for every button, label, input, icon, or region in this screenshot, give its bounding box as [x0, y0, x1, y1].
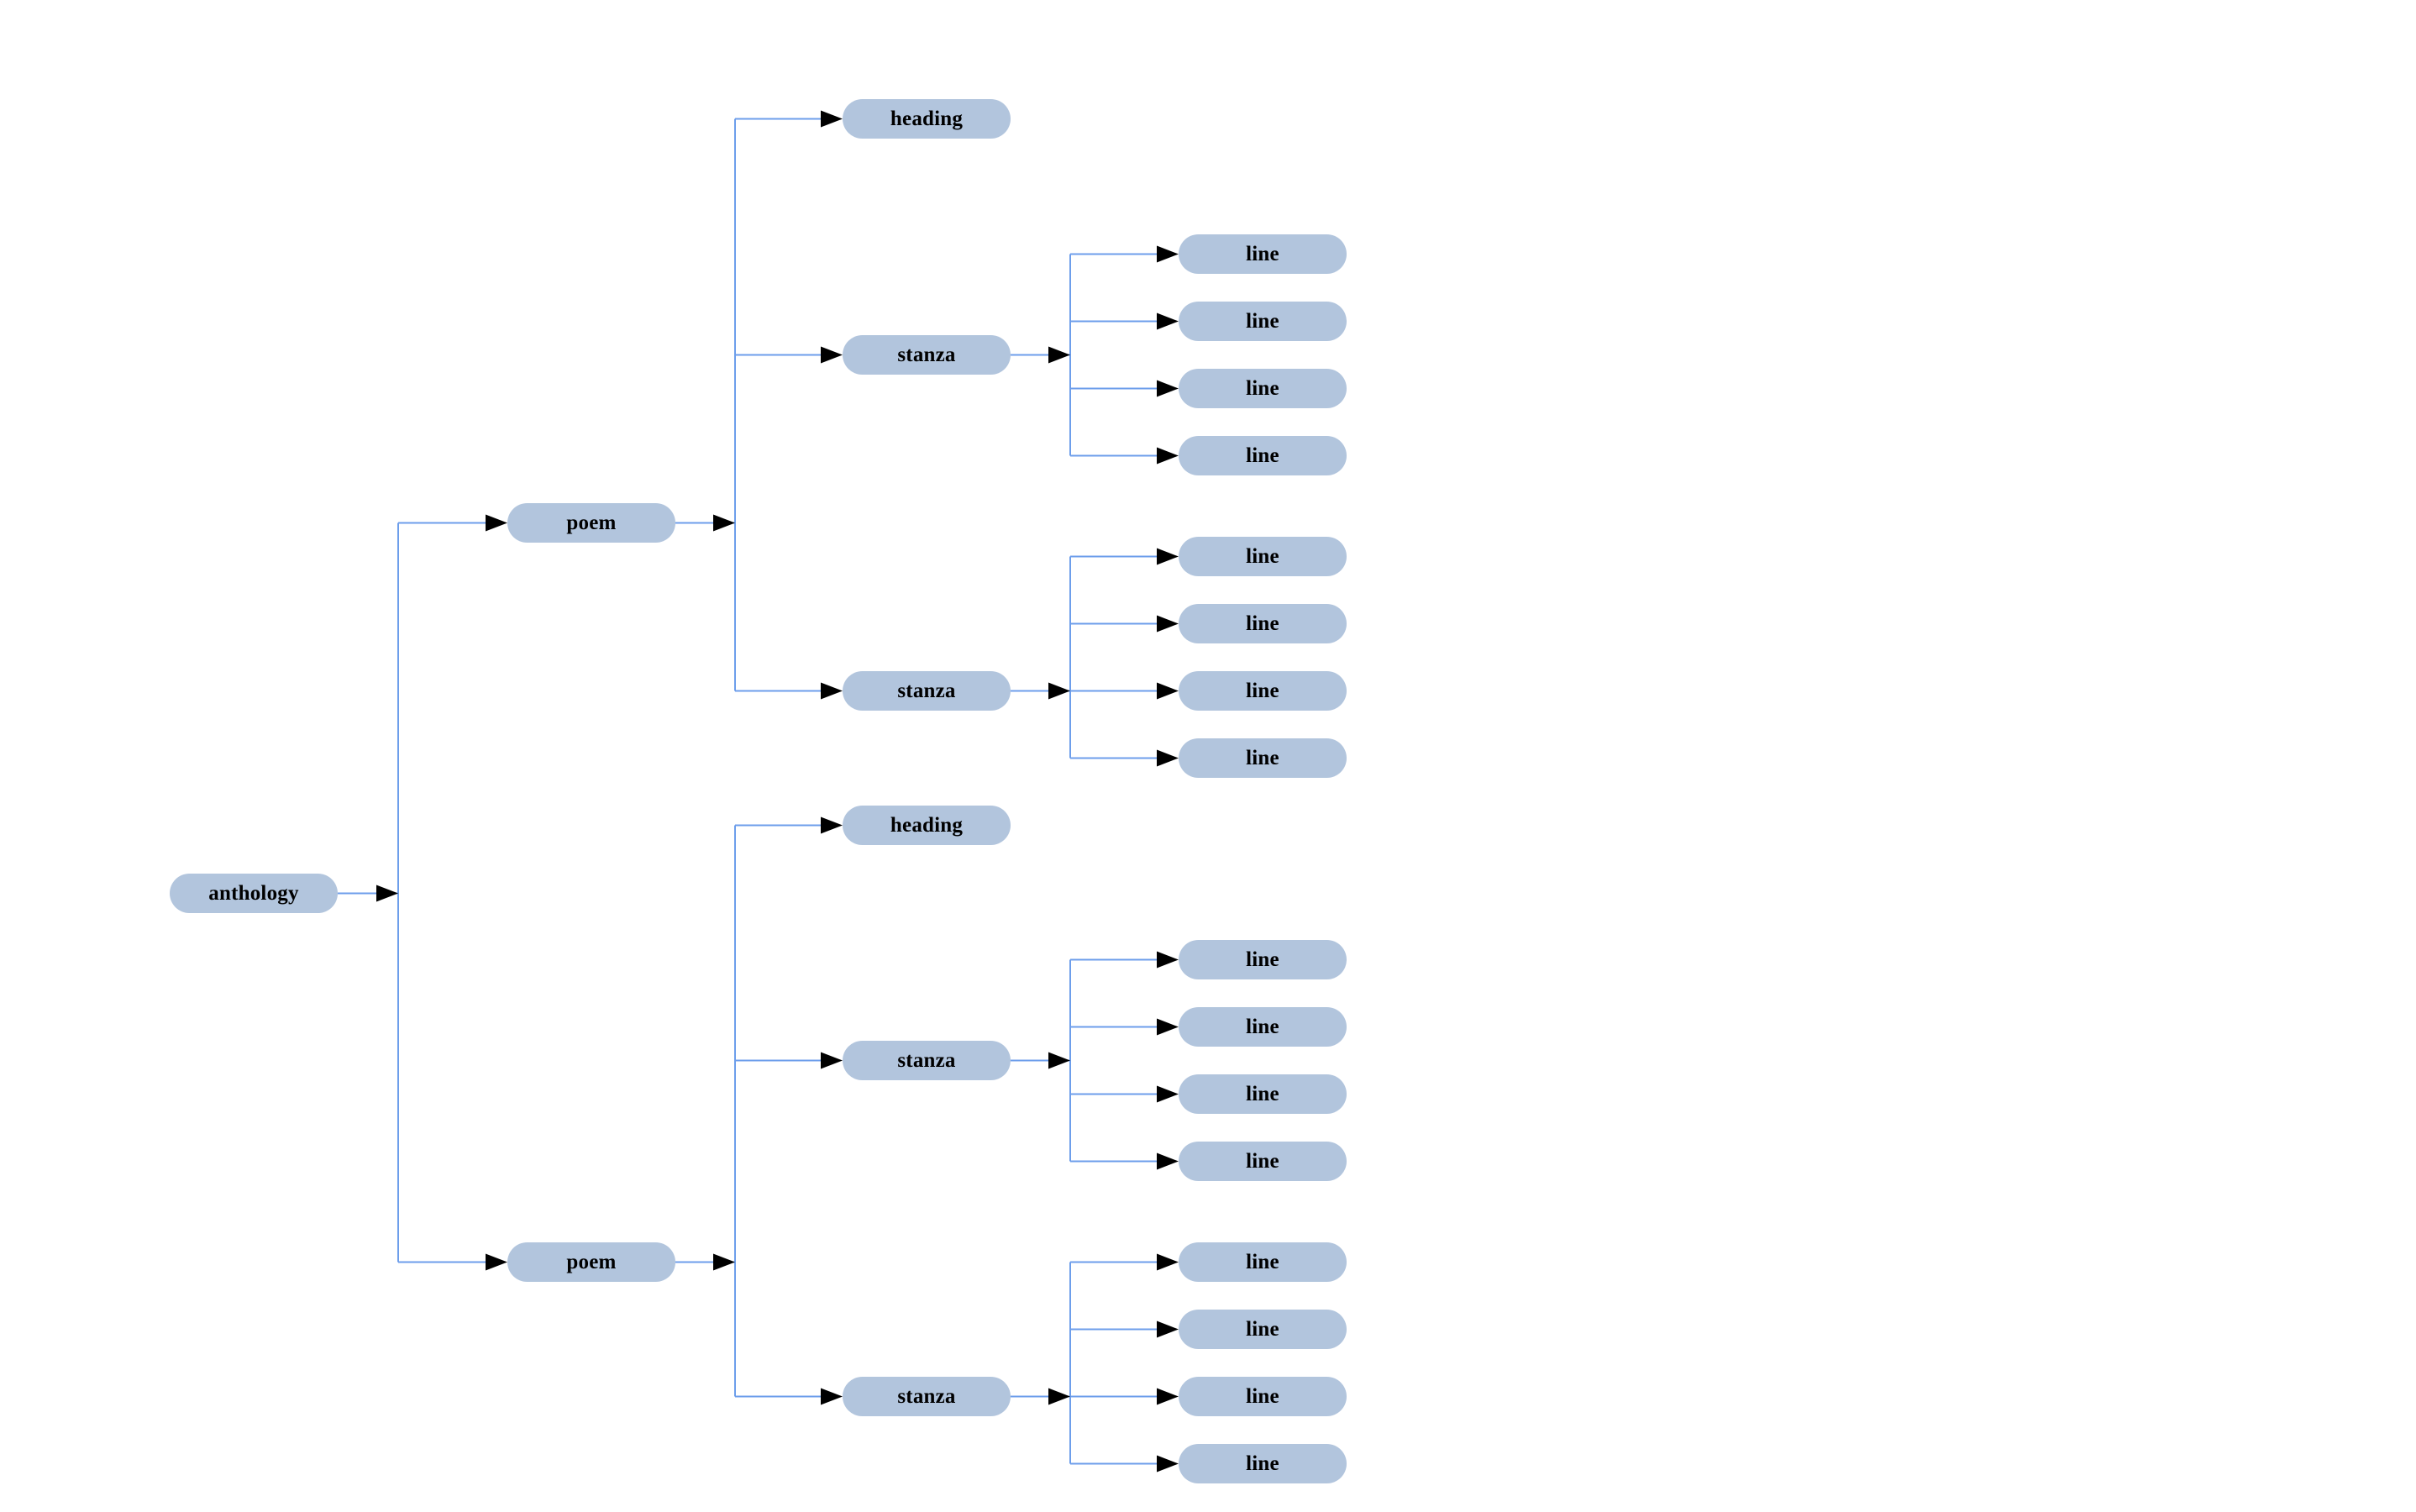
node-label: line — [1246, 612, 1279, 635]
node-heading-2[interactable]: heading — [843, 806, 1011, 845]
arrowhead-icon-line-1-1-3 — [1157, 380, 1179, 397]
arrowhead-icon-line-1-2-4 — [1157, 749, 1179, 767]
arrowhead-icon-line-2-1-4 — [1157, 1152, 1179, 1170]
node-line-2-2-4[interactable]: line — [1179, 1444, 1347, 1483]
arrowhead-icon-line-1-1-1 — [1157, 245, 1179, 263]
node-label: poem — [566, 1251, 617, 1273]
node-line-1-2-4[interactable]: line — [1179, 738, 1347, 778]
node-label: heading — [890, 814, 964, 837]
node-line-1-2-1[interactable]: line — [1179, 537, 1347, 576]
node-label: line — [1246, 545, 1279, 568]
node-anthology[interactable]: anthology — [170, 874, 338, 913]
arrowhead-icon-line-2-2-1 — [1157, 1253, 1179, 1271]
node-label: line — [1246, 948, 1279, 971]
node-stanza-2-2[interactable]: stanza — [843, 1377, 1011, 1416]
node-label: stanza — [897, 1049, 956, 1072]
arrowhead-icon-line-1-2-1 — [1157, 548, 1179, 565]
node-line-2-2-1[interactable]: line — [1179, 1242, 1347, 1282]
node-label: line — [1246, 1016, 1279, 1038]
arrowhead-icon-trunk-anthology — [376, 885, 398, 902]
node-label: line — [1246, 243, 1279, 265]
node-stanza-1-1[interactable]: stanza — [843, 335, 1011, 375]
node-poem-2[interactable]: poem — [507, 1242, 675, 1282]
node-line-2-1-1[interactable]: line — [1179, 940, 1347, 979]
node-line-1-2-2[interactable]: line — [1179, 604, 1347, 643]
node-label: line — [1246, 747, 1279, 769]
arrowhead-icon-trunk-stanza-2-2 — [1048, 1388, 1070, 1405]
arrowhead-icon-poem-1 — [486, 514, 507, 532]
arrowhead-icon-trunk-stanza-2-1 — [1048, 1052, 1070, 1069]
node-label: heading — [890, 108, 964, 130]
node-line-2-2-3[interactable]: line — [1179, 1377, 1347, 1416]
node-label: stanza — [897, 1385, 956, 1408]
arrowhead-icon-line-2-1-1 — [1157, 951, 1179, 969]
node-label: line — [1246, 680, 1279, 702]
node-line-1-1-1[interactable]: line — [1179, 234, 1347, 274]
arrowhead-icon-stanza-2-2 — [821, 1388, 843, 1405]
arrowhead-icon-line-1-2-2 — [1157, 615, 1179, 633]
node-line-2-2-2[interactable]: line — [1179, 1310, 1347, 1349]
node-label: line — [1246, 377, 1279, 400]
arrowhead-icon-line-2-1-2 — [1157, 1018, 1179, 1036]
arrowhead-layer — [376, 110, 1179, 1473]
arrowhead-icon-line-2-2-3 — [1157, 1388, 1179, 1405]
node-line-2-1-2[interactable]: line — [1179, 1007, 1347, 1047]
arrowhead-icon-poem-2 — [486, 1253, 507, 1271]
node-line-1-1-2[interactable]: line — [1179, 302, 1347, 341]
node-line-1-2-3[interactable]: line — [1179, 671, 1347, 711]
arrowhead-icon-trunk-stanza-1-2 — [1048, 682, 1070, 700]
arrowhead-icon-heading-2 — [821, 816, 843, 834]
arrowhead-icon-line-1-1-4 — [1157, 447, 1179, 465]
node-stanza-2-1[interactable]: stanza — [843, 1041, 1011, 1080]
arrowhead-icon-heading-1 — [821, 110, 843, 128]
node-label: stanza — [897, 680, 956, 702]
node-line-2-1-4[interactable]: line — [1179, 1142, 1347, 1181]
node-label: line — [1246, 310, 1279, 333]
arrowhead-icon-line-2-2-4 — [1157, 1455, 1179, 1473]
edge-layer — [338, 118, 1157, 1465]
arrowhead-icon-line-2-1-3 — [1157, 1085, 1179, 1103]
node-label: anthology — [208, 882, 299, 905]
arrowhead-icon-trunk-poem-1 — [713, 514, 735, 532]
node-label: line — [1246, 1083, 1279, 1105]
node-label: line — [1246, 444, 1279, 467]
node-label: poem — [566, 512, 617, 534]
node-label: line — [1246, 1452, 1279, 1475]
arrowhead-icon-line-2-2-2 — [1157, 1320, 1179, 1338]
arrowhead-icon-stanza-1-2 — [821, 682, 843, 700]
arrowhead-icon-stanza-1-1 — [821, 346, 843, 364]
node-line-1-1-4[interactable]: line — [1179, 436, 1347, 475]
node-poem-1[interactable]: poem — [507, 503, 675, 543]
arrowhead-icon-trunk-poem-2 — [713, 1253, 735, 1271]
arrowhead-icon-trunk-stanza-1-1 — [1048, 346, 1070, 364]
node-label: line — [1246, 1318, 1279, 1341]
node-label: stanza — [897, 344, 956, 366]
node-label: line — [1246, 1251, 1279, 1273]
node-line-1-1-3[interactable]: line — [1179, 369, 1347, 408]
arrowhead-icon-stanza-2-1 — [821, 1052, 843, 1069]
node-label: line — [1246, 1150, 1279, 1173]
arrowhead-icon-line-1-1-2 — [1157, 312, 1179, 330]
node-heading-1[interactable]: heading — [843, 99, 1011, 139]
arrowhead-icon-line-1-2-3 — [1157, 682, 1179, 700]
node-stanza-1-2[interactable]: stanza — [843, 671, 1011, 711]
node-label: line — [1246, 1385, 1279, 1408]
node-line-2-1-3[interactable]: line — [1179, 1074, 1347, 1114]
